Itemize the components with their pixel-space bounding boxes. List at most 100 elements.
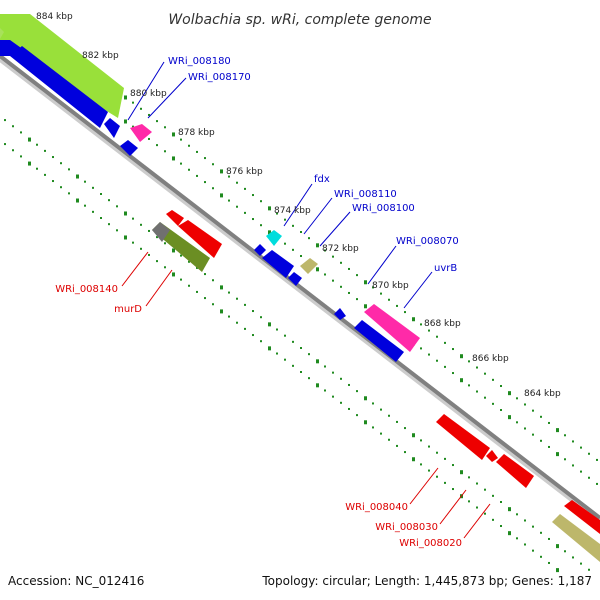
gc-dot — [284, 334, 286, 337]
gc-dot — [516, 513, 518, 516]
gc-dot — [556, 568, 559, 573]
callout-line — [439, 489, 467, 525]
gc-dot — [524, 427, 526, 430]
gc-dot — [500, 385, 502, 387]
gc-dot — [188, 260, 190, 263]
gc-dot — [444, 481, 446, 484]
gc-dot — [204, 181, 206, 184]
gene-feature-blue-mid — [262, 250, 294, 278]
gc-dot — [236, 297, 238, 300]
gc-dot — [580, 446, 582, 449]
gc-dot — [100, 217, 102, 219]
gc-dot — [580, 470, 582, 473]
gc-dot — [452, 464, 454, 467]
gc-dot — [140, 247, 142, 250]
genome-summary-text: Topology: circular; Length: 1,445,873 bp… — [261, 574, 592, 588]
gc-dot — [452, 488, 454, 491]
gc-dot — [428, 445, 430, 448]
gc-dot — [340, 401, 342, 404]
tick-label: 870 kbp — [372, 281, 409, 291]
gc-dot — [388, 298, 390, 301]
gene-label-uvrB: uvrB — [434, 263, 457, 274]
gc-dot — [172, 272, 175, 277]
gc-dot — [436, 451, 438, 454]
gc-dot — [316, 243, 319, 248]
gc-dot — [420, 439, 422, 442]
gene-feature-red-edge — [564, 500, 600, 534]
gc-dot — [244, 327, 246, 330]
gc-dot — [116, 205, 118, 208]
gc-dot — [268, 346, 271, 351]
gc-dot — [172, 132, 175, 137]
gene-label-WRi_008110: WRi_008110 — [334, 189, 397, 200]
gene-feature-grey-segment — [152, 222, 170, 242]
gc-dot — [260, 224, 262, 227]
gene-label-WRi_008100: WRi_008100 — [352, 203, 415, 214]
gene-label-WRi_008140: WRi_008140 — [55, 284, 118, 295]
gc-dot — [444, 341, 446, 344]
gc-dot — [308, 377, 310, 380]
gc-dot — [524, 403, 526, 406]
gc-dot — [244, 211, 246, 214]
gc-dot — [92, 210, 94, 213]
gene-feature-blue-end — [104, 118, 120, 138]
gc-dot — [228, 315, 230, 318]
gene-label-WRi_008180: WRi_008180 — [168, 56, 231, 67]
gc-dot — [180, 278, 182, 281]
gc-dot — [548, 561, 550, 564]
gc-dot — [340, 377, 342, 380]
gc-dot — [220, 169, 223, 174]
gc-dot — [324, 365, 326, 368]
gc-dot — [76, 198, 79, 203]
gc-dot — [436, 335, 438, 338]
gc-dot — [164, 150, 166, 153]
tick-label: 872 kbp — [322, 244, 359, 254]
gc-dot — [124, 211, 127, 216]
gc-dot — [172, 156, 175, 161]
gc-dot — [428, 353, 430, 356]
backbone-line — [0, 54, 600, 520]
gene-label-WRi_008170: WRi_008170 — [188, 72, 251, 83]
gc-dot — [388, 438, 390, 441]
gc-dot — [364, 396, 367, 401]
gc-dot — [36, 143, 38, 146]
gc-dot — [548, 445, 550, 448]
gc-dot — [260, 340, 262, 343]
gc-dot — [380, 432, 382, 435]
gc-dot — [252, 334, 254, 337]
gc-dot — [492, 494, 494, 497]
gene-label-fdx: fdx — [314, 174, 330, 185]
callout-line — [403, 271, 433, 309]
gc-dot — [228, 199, 230, 202]
gc-dot — [540, 439, 542, 442]
gc-dot — [572, 464, 574, 467]
gene-features — [0, 14, 600, 562]
gene-feature-red-long-2 — [496, 454, 534, 488]
gene-feature-red-arrow-left — [166, 210, 184, 226]
gc-dot — [508, 531, 511, 536]
gc-dot — [148, 137, 150, 140]
reverse-gene-labels: WRi_008140 murD WRi_008040 WRi_008030 WR… — [55, 284, 462, 549]
gc-dot — [212, 279, 214, 282]
gc-dot — [108, 223, 110, 226]
gc-dot — [300, 255, 302, 257]
gc-dot — [444, 365, 446, 368]
gc-dot — [484, 512, 486, 515]
gc-dot — [308, 353, 310, 356]
gene-feature-cyan — [266, 230, 282, 246]
tick-label: 884 kbp — [36, 12, 73, 22]
tick-label: 876 kbp — [226, 167, 263, 177]
gene-label-murD: murD — [114, 304, 142, 315]
gc-dot — [468, 500, 470, 503]
gc-dot — [588, 476, 590, 479]
gc-dot — [460, 470, 463, 475]
gc-dot — [492, 378, 494, 381]
gc-dot — [84, 180, 86, 183]
gc-dot — [132, 241, 134, 244]
gc-dot — [428, 329, 430, 332]
gc-dot — [556, 452, 559, 457]
gc-dot — [532, 409, 534, 412]
gc-dot — [564, 550, 566, 553]
gc-dot — [148, 113, 150, 116]
